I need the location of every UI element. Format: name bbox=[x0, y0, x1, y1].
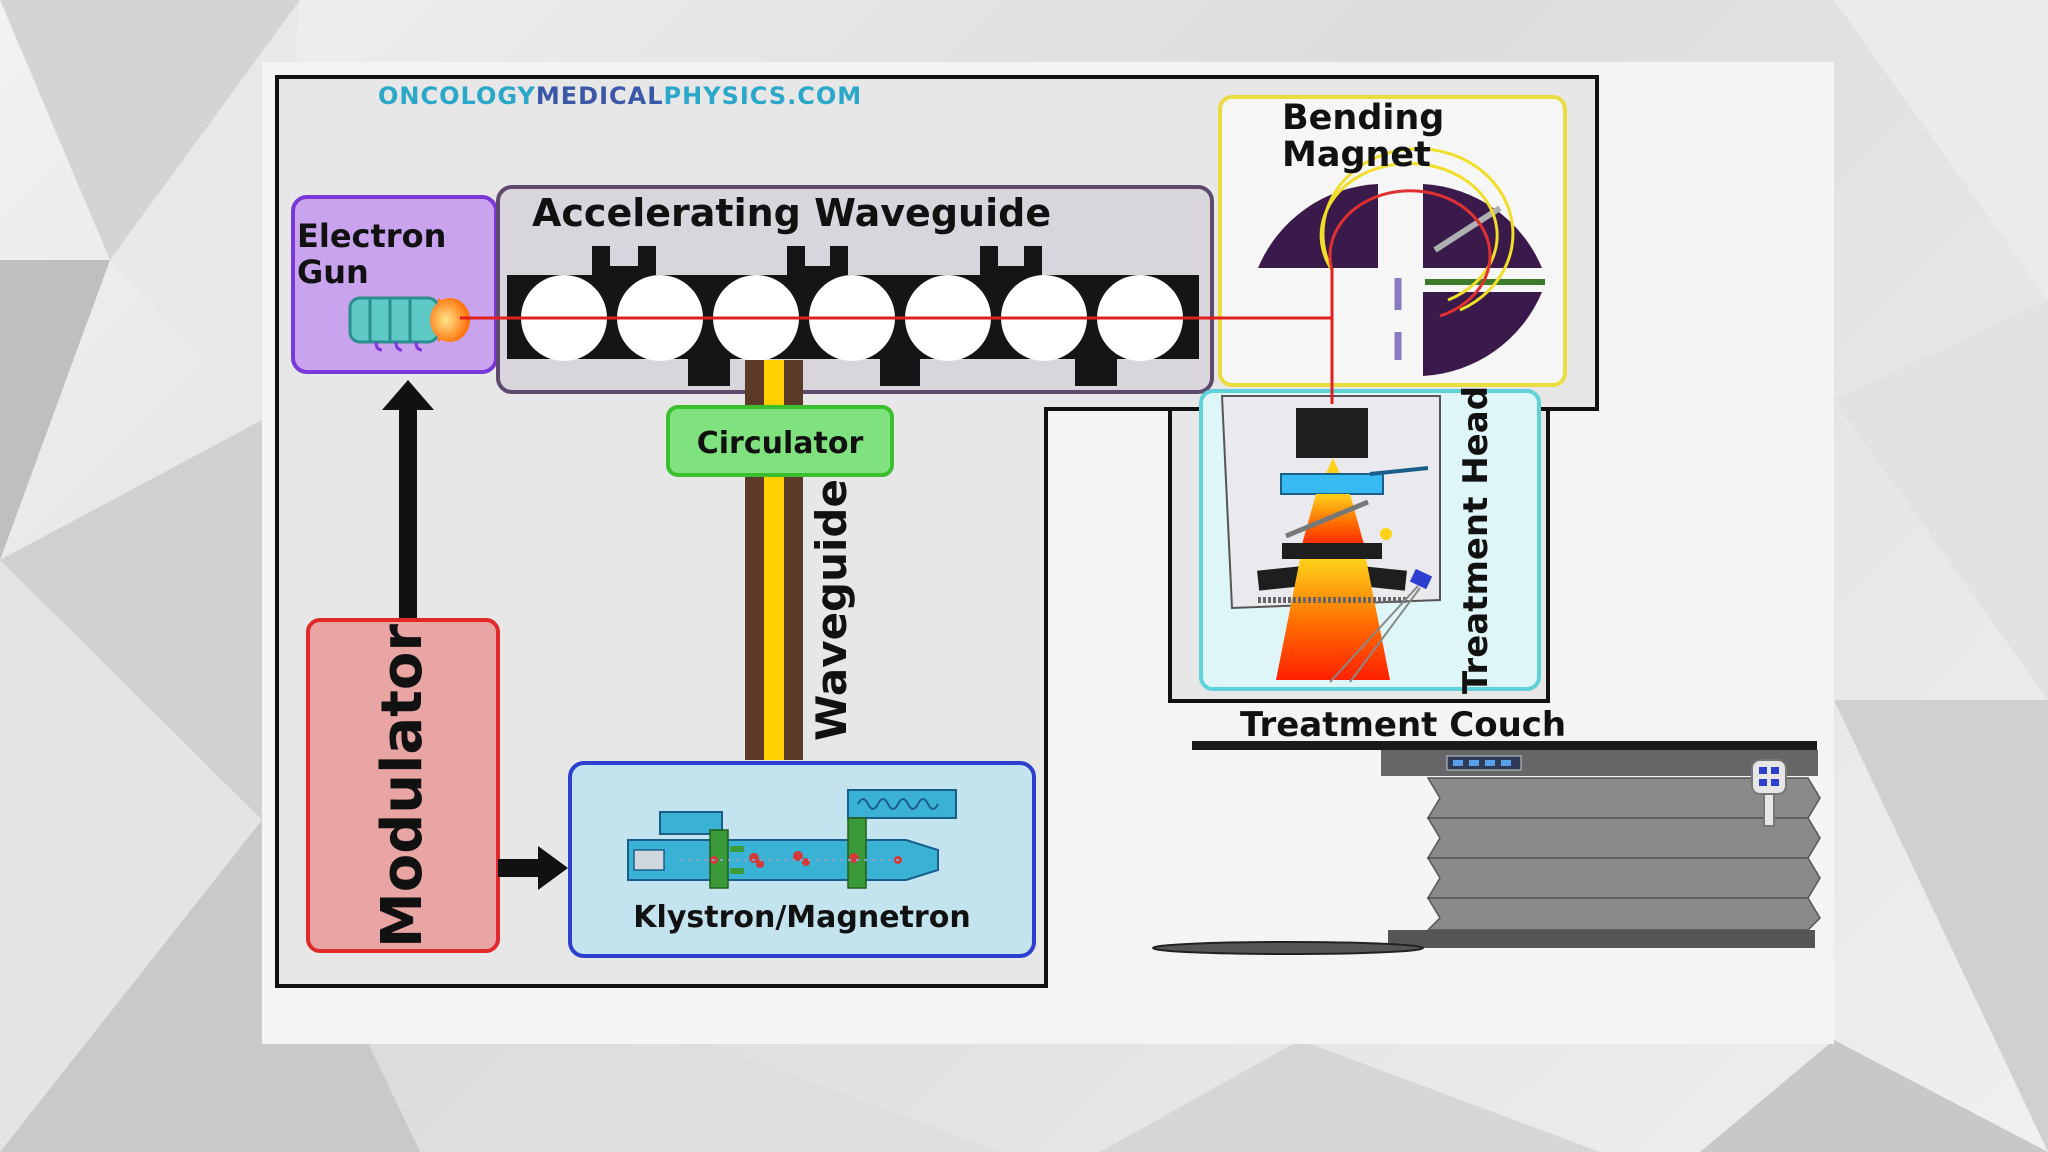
bending-magnet-icon bbox=[1258, 147, 1545, 376]
electron-gun-label-line2: Gun bbox=[297, 253, 369, 291]
arrow-modulator-to-gun bbox=[382, 380, 434, 618]
electron-beam bbox=[460, 268, 1334, 404]
treatment-head-label: Treatment Head bbox=[1456, 385, 1496, 695]
treatment-head-icon bbox=[1220, 395, 1441, 683]
watermark-part2: MEDICAL bbox=[535, 82, 664, 110]
modulator-box bbox=[306, 618, 500, 953]
klystron-icon bbox=[627, 789, 957, 889]
treatment-couch-label: Treatment Couch bbox=[1240, 705, 1567, 745]
circulator-label: Circulator bbox=[696, 426, 864, 461]
bending-magnet-label: Bending Magnet bbox=[1282, 100, 1444, 174]
watermark-part1: ONCOLOGY bbox=[378, 82, 536, 110]
electron-gun-label-line1: Electron bbox=[297, 217, 447, 255]
circulator-box bbox=[666, 405, 894, 477]
watermark: ONCOLOGYMEDICALPHYSICS.COM bbox=[378, 84, 862, 108]
accelerating-waveguide-label: Accelerating Waveguide bbox=[532, 191, 1052, 235]
klystron-label: Klystron/Magnetron bbox=[633, 900, 971, 935]
modulator-label: Modulator bbox=[370, 624, 435, 948]
watermark-part3: PHYSICS.COM bbox=[663, 82, 863, 110]
treatment-couch-icon bbox=[1152, 741, 1821, 955]
electron-gun-icon bbox=[348, 296, 470, 352]
bending-magnet-label-line1: Bending bbox=[1282, 98, 1445, 138]
waveguide-label: Waveguide bbox=[807, 479, 856, 741]
bending-magnet-label-line2: Magnet bbox=[1282, 135, 1431, 175]
electron-gun-label: Electron Gun bbox=[297, 218, 446, 290]
arrow-modulator-to-klystron bbox=[498, 846, 568, 890]
